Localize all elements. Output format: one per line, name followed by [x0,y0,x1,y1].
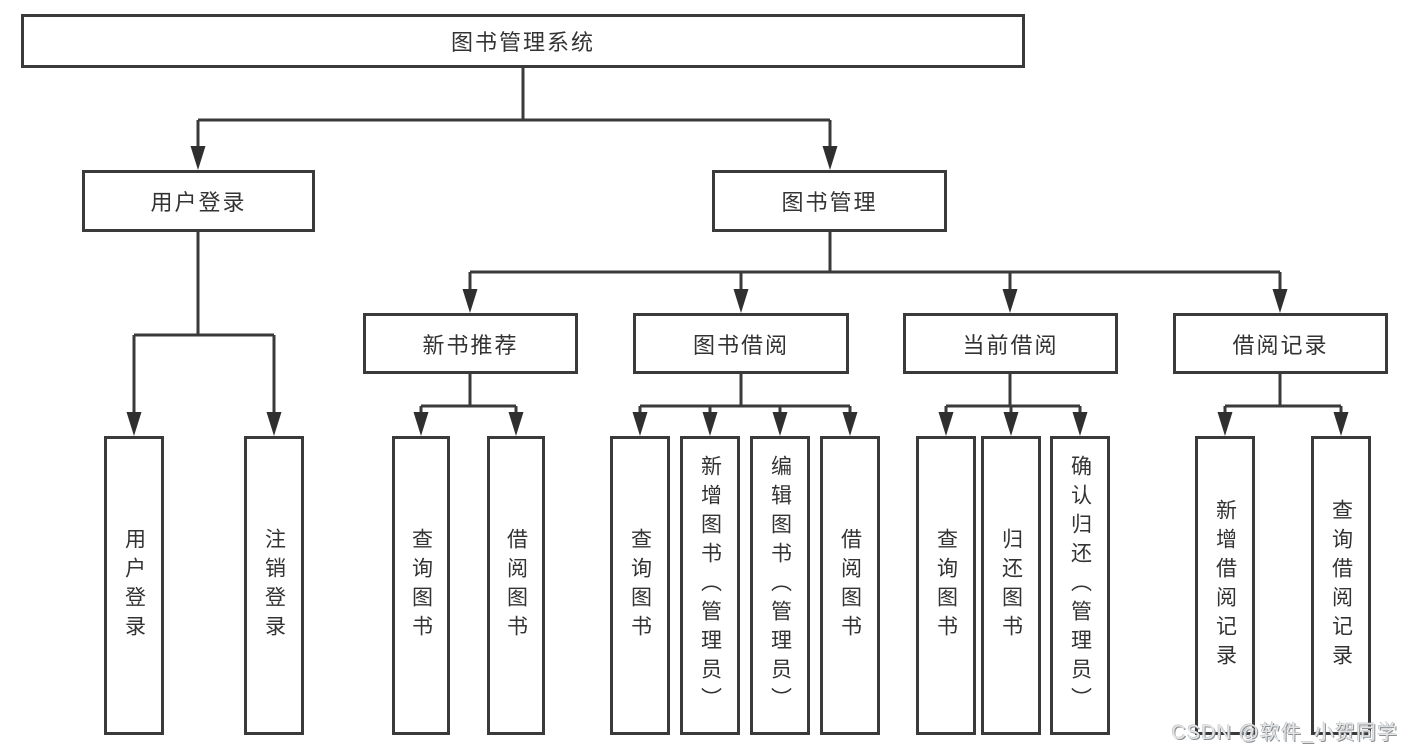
leaf-label: 用户登录 [122,527,146,644]
leaf-logout: 注销登录 [244,436,304,735]
arrow-down-icon [266,412,282,436]
leaf-label: 归还图书 [999,527,1023,644]
connector-borrow-records [1223,374,1343,419]
node-label: 当前借阅 [962,332,1059,358]
arrow-down-icon [1003,412,1019,436]
leaf-add-borrow-record: 新增借阅记录 [1195,436,1255,735]
connector-root [196,68,832,152]
leaf-return-books: 归还图书 [981,436,1041,735]
node-label: 借阅记录 [1232,332,1329,358]
arrow-down-icon [702,412,718,436]
arrow-down-icon [822,146,838,170]
node-borrow-records: 借阅记录 [1173,313,1388,374]
arrow-down-icon [1072,412,1088,436]
leaf-borrow-books: 借阅图书 [487,436,545,735]
arrow-down-icon [1272,289,1288,313]
node-label: 用户登录 [150,190,247,215]
leaf-label: 注销登录 [262,527,286,644]
leaf-label: 新增图书（管理员） [698,455,722,716]
node-label: 图书管理 [781,190,878,215]
leaf-query-books: 查询图书 [392,436,450,735]
leaf-label: 查询图书 [409,527,433,644]
leaf-label: 确认归还（管理员） [1068,455,1092,716]
node-new-book-recommendation: 新书推荐 [363,313,578,374]
node-label: 图书借阅 [692,332,789,358]
node-current-borrowing: 当前借阅 [903,313,1118,374]
connector-user-login [132,232,276,419]
leaf-edit-books-admin: 编辑图书（管理员） [750,436,810,735]
arrow-down-icon [462,289,478,313]
connector-new-book [419,374,518,419]
leaf-label: 查询借阅记录 [1329,498,1353,673]
leaf-add-books-admin: 新增图书（管理员） [680,436,740,735]
connector-book-borrow [638,374,852,419]
arrow-down-icon [190,146,206,170]
arrow-down-icon [1333,412,1349,436]
arrow-down-icon [938,412,954,436]
arrow-down-icon [772,412,788,436]
node-label: 图书管理系统 [450,30,595,55]
connector-current-borrow [944,374,1082,419]
arrow-down-icon [1217,412,1233,436]
leaf-user-login: 用户登录 [104,436,164,735]
node-book-borrowing: 图书借阅 [633,313,849,374]
leaf-label: 查询图书 [628,527,652,644]
arrow-down-icon [733,289,749,313]
leaf-label: 编辑图书（管理员） [768,455,792,716]
leaf-label: 借阅图书 [838,527,862,644]
leaf-query-books: 查询图书 [916,436,976,735]
leaf-query-borrow-record: 查询借阅记录 [1311,436,1371,735]
arrow-down-icon [632,412,648,436]
leaf-borrow-books: 借阅图书 [820,436,880,735]
leaf-label: 查询图书 [934,527,958,644]
node-library-management-system: 图书管理系统 [21,14,1025,68]
watermark: CSDN @软件_小贺同学 [1171,722,1398,744]
arrow-down-icon [413,412,429,436]
arrow-down-icon [842,412,858,436]
leaf-query-books: 查询图书 [610,436,670,735]
connector-book-management [468,232,1282,295]
arrow-down-icon [508,412,524,436]
node-label: 新书推荐 [422,332,519,358]
leaf-label: 新增借阅记录 [1213,498,1237,673]
leaf-confirm-return-admin: 确认归还（管理员） [1050,436,1110,735]
arrow-down-icon [1002,289,1018,313]
node-book-management: 图书管理 [712,170,947,232]
arrow-down-icon [126,412,142,436]
node-user-login: 用户登录 [82,170,315,232]
leaf-label: 借阅图书 [504,527,528,644]
